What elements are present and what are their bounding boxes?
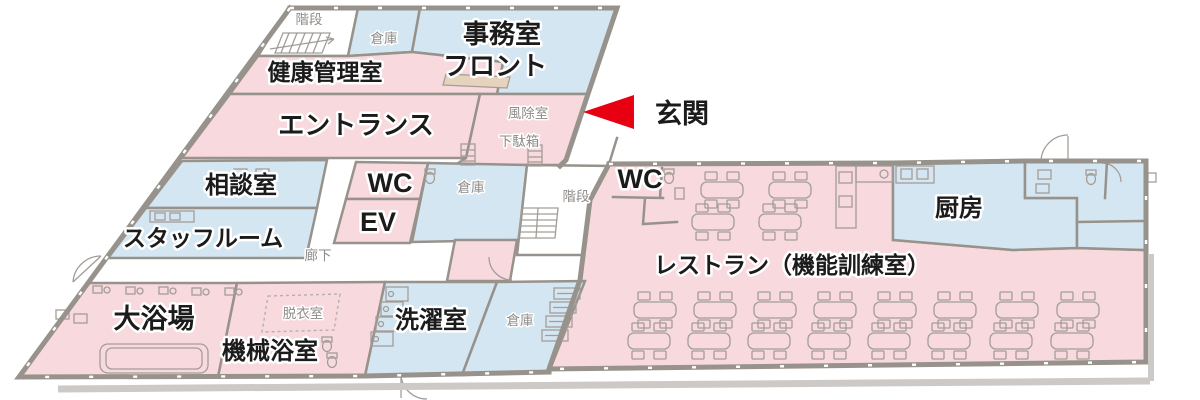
walls-layer xyxy=(14,4,1149,380)
window-glyph xyxy=(233,168,248,177)
label-corridor: 廊下 xyxy=(305,247,332,263)
door-arc xyxy=(72,255,102,283)
kitchenette-icon xyxy=(149,210,195,223)
label-machine-bath: 機械浴室 xyxy=(222,337,318,365)
room-stair-lobby xyxy=(445,238,519,283)
sink-icon xyxy=(1035,183,1050,194)
kitchen-sink xyxy=(895,165,935,184)
label-genkan: 玄関 xyxy=(655,98,709,129)
label-entrance-hall: エントランス xyxy=(278,110,433,140)
reception-counter xyxy=(442,73,511,89)
label-stairs-mid: 階段 xyxy=(563,189,590,204)
dressing-area-outline xyxy=(261,293,341,333)
outer-wall xyxy=(545,158,1149,372)
stairs-mid-icon xyxy=(517,207,559,239)
stairs-top-icon xyxy=(269,32,335,54)
sink-icon xyxy=(1037,169,1052,180)
label-front: フロント xyxy=(443,51,547,81)
label-kitchen: 厨房 xyxy=(935,194,983,222)
label-dressing-room: 脱衣室 xyxy=(283,305,324,321)
right-service-inner-walls xyxy=(1075,159,1148,224)
entrance-arrow-icon xyxy=(583,95,634,129)
label-shoebox: 下駄箱 xyxy=(499,134,540,149)
label-consultation: 相談室 xyxy=(205,171,277,199)
window-glyph xyxy=(255,168,270,177)
label-storage-top: 倉庫 xyxy=(371,31,398,46)
labels-layer: 階段 倉庫 事務室 フロント 健康管理室 エントランス 風除室 下駄箱 相談室 … xyxy=(111,11,986,368)
label-storage-mid: 倉庫 xyxy=(458,180,485,195)
room-storage-mid xyxy=(410,161,529,244)
label-health-management: 健康管理室 xyxy=(268,59,383,85)
label-large-bath: 大浴場 xyxy=(114,304,195,334)
bath-fixture xyxy=(73,313,88,324)
window-breaks xyxy=(16,6,1148,379)
label-windbreak: 風除室 xyxy=(508,105,549,121)
outer-wall xyxy=(14,4,552,380)
door-arc xyxy=(1040,134,1069,162)
door-arc xyxy=(488,256,513,281)
shoe-rack-icon xyxy=(460,143,476,166)
bathtub-icon xyxy=(99,343,209,374)
wc-restaurant-walls xyxy=(611,166,679,226)
kitchen-counter xyxy=(835,165,894,229)
shoe-rack-icon xyxy=(527,144,543,167)
room-elevator xyxy=(332,197,422,245)
label-wc-left: WC xyxy=(368,168,413,198)
shadow-layer xyxy=(57,254,1154,393)
outer-wall xyxy=(287,5,621,170)
label-storage-bottom: 倉庫 xyxy=(507,313,534,328)
label-office: 事務室 xyxy=(463,19,541,49)
label-restaurant: レストラン（機能訓練室） xyxy=(654,252,930,278)
label-elevator: EV xyxy=(360,207,396,237)
label-stairs-top: 階段 xyxy=(296,12,323,27)
label-wc-restaurant: WC xyxy=(618,164,663,194)
fixtures-layer xyxy=(55,32,1157,400)
label-staff-room: スタッフルーム xyxy=(123,225,283,251)
drop-shadow-bottom xyxy=(57,377,1151,393)
label-laundry: 洗濯室 xyxy=(395,306,467,334)
inner-wall xyxy=(607,136,619,166)
sink-icon xyxy=(674,187,685,200)
service-hatch xyxy=(1147,172,1157,183)
